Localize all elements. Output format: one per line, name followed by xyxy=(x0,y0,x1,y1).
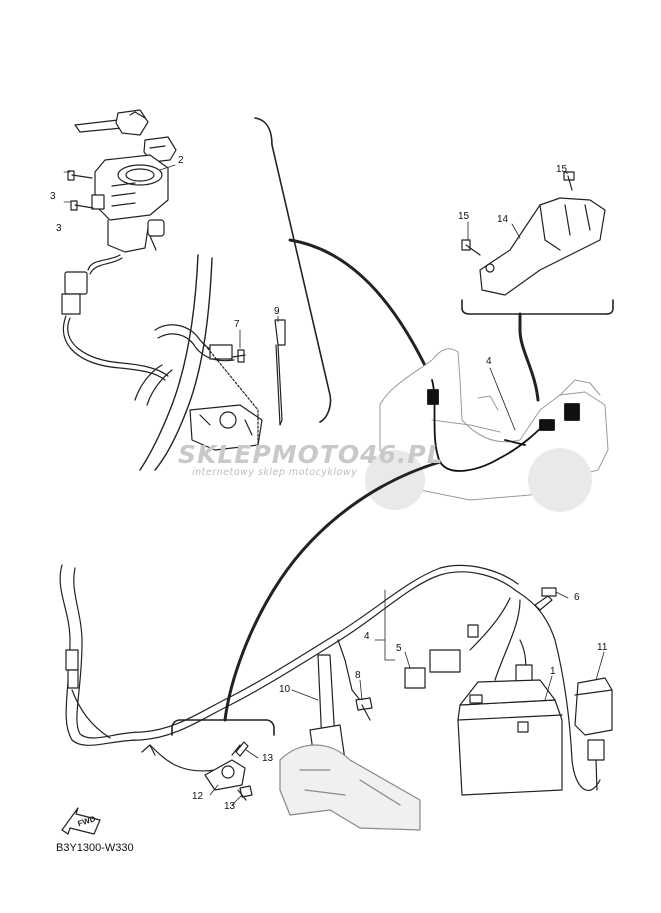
leader-to-scooter xyxy=(288,238,434,382)
callout-7: 7 xyxy=(234,319,240,330)
diagram-code: B3Y1300-W330 xyxy=(56,842,134,854)
callout-1: 1 xyxy=(550,666,556,677)
callout-3: 3 xyxy=(56,223,62,234)
lower-harness-section xyxy=(59,564,613,831)
callout-11: 11 xyxy=(597,642,608,653)
callout-5: 5 xyxy=(396,643,402,654)
battery-cover-inset xyxy=(461,171,614,402)
leader-to-lower xyxy=(223,460,442,722)
callout-13: 13 xyxy=(262,753,274,764)
callout-4: 4 xyxy=(364,631,370,642)
callout-3: 3 xyxy=(50,191,56,202)
callout-4: 4 xyxy=(486,356,492,367)
frame-harness-section xyxy=(134,254,286,471)
fwd-arrow-icon: FWD xyxy=(61,807,101,835)
callout-10: 10 xyxy=(279,684,291,695)
callout-15: 15 xyxy=(556,164,568,175)
watermark-subtitle: internetowy sklep motocyklowy xyxy=(192,467,358,478)
callout-12: 12 xyxy=(192,791,204,802)
callout-2: 2 xyxy=(178,155,184,166)
sensor-inset xyxy=(171,719,275,801)
callout-15: 15 xyxy=(458,211,470,222)
scooter-harness xyxy=(427,379,580,472)
callout-leaders xyxy=(63,164,605,806)
main-switch-assembly xyxy=(61,109,177,381)
watermark: SKLEPMOTO46.PL internetowy sklep motocyk… xyxy=(178,440,478,478)
callout-8: 8 xyxy=(355,670,361,681)
callout-9: 9 xyxy=(274,306,280,317)
bracket-line xyxy=(254,117,332,423)
callout-13: 13 xyxy=(224,801,236,812)
watermark-title: SKLEPMOTO46.PL xyxy=(178,440,444,469)
scooter-outline xyxy=(365,348,609,512)
callout-14: 14 xyxy=(497,214,509,225)
callout-6: 6 xyxy=(574,592,580,603)
